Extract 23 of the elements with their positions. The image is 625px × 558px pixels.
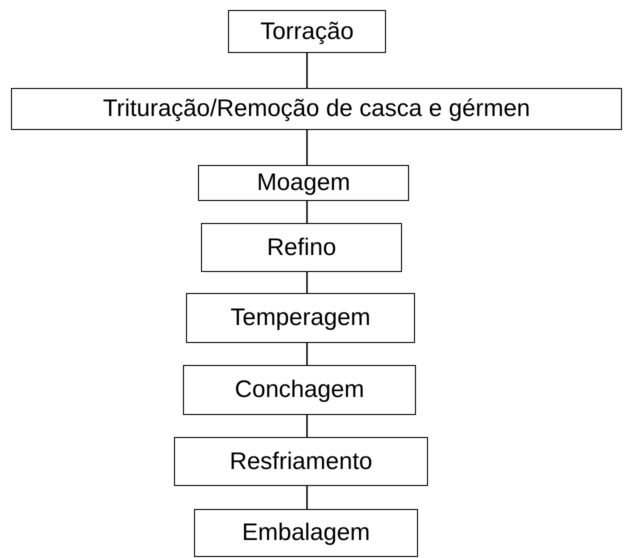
step-label: Moagem	[256, 169, 350, 197]
connector-line	[306, 201, 308, 223]
process-box	[11, 88, 622, 130]
process-box	[228, 10, 386, 53]
step-label: Conchagem	[234, 376, 364, 404]
connector-line	[306, 130, 308, 165]
process-box	[194, 509, 418, 557]
step-label: Refino	[266, 234, 336, 262]
step-label: Embalagem	[242, 519, 370, 547]
step-label: Torração	[260, 18, 354, 46]
connector-line	[306, 486, 308, 509]
process-box	[201, 223, 402, 272]
connector-line	[306, 272, 308, 293]
connector-line	[306, 53, 308, 88]
connector-line	[306, 343, 308, 365]
process-box	[198, 165, 409, 201]
step-label: Temperagem	[230, 304, 371, 332]
process-box	[186, 293, 415, 343]
connector-line	[306, 415, 308, 437]
process-box	[174, 437, 428, 486]
process-box	[183, 365, 416, 415]
step-label: Resfriamento	[230, 448, 372, 476]
step-label: Trituração/Remoção de casca e gérmen	[102, 95, 530, 123]
